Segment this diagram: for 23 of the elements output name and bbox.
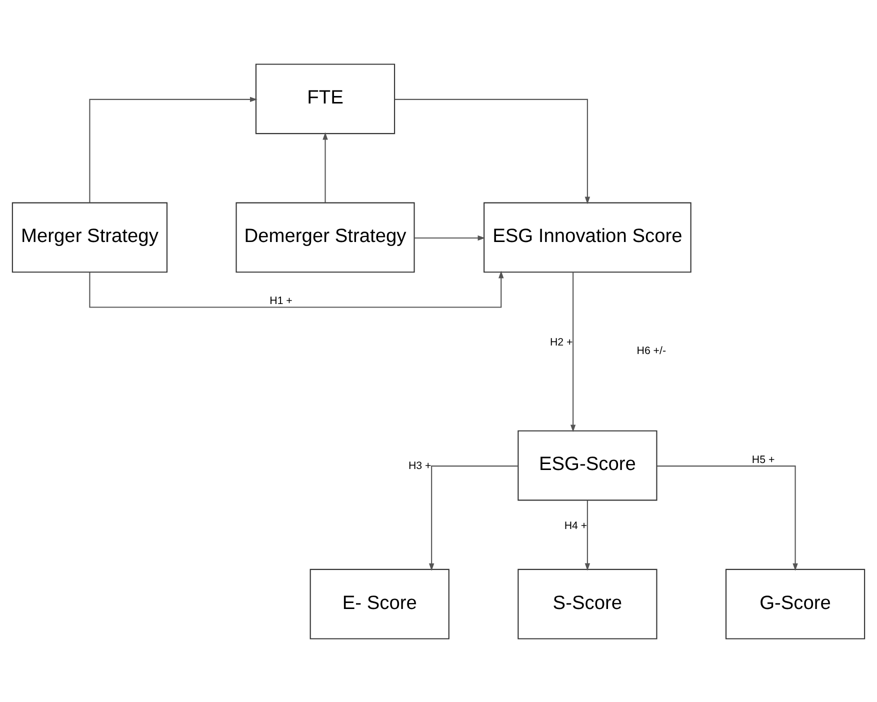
node-box: Demerger Strategy [236, 202, 415, 272]
arrow [428, 465, 518, 570]
arrow [656, 465, 798, 570]
arrow [89, 270, 504, 308]
arrow [414, 234, 486, 240]
node-box: Merger Strategy [12, 202, 168, 272]
edge-label: H1 + [270, 294, 292, 307]
node-box: ESG-Score [518, 430, 658, 500]
arrow [570, 272, 576, 432]
edge-label: H5 + [752, 453, 775, 466]
edge-label: H4 + [564, 519, 588, 532]
node-box: FTE [255, 63, 396, 134]
arrow [89, 96, 258, 202]
arrow [322, 132, 328, 202]
arrow [584, 500, 590, 570]
node-box: ESG Innovation Score [484, 202, 692, 272]
arrow [394, 98, 590, 204]
node-box: S-Score [518, 568, 658, 639]
edge-label: H3 + [408, 459, 432, 472]
node-box: G-Score [725, 568, 866, 639]
node-box: E- Score [310, 568, 450, 639]
label: H6 +/- [636, 344, 666, 357]
edge-label: H2 + [550, 336, 573, 348]
